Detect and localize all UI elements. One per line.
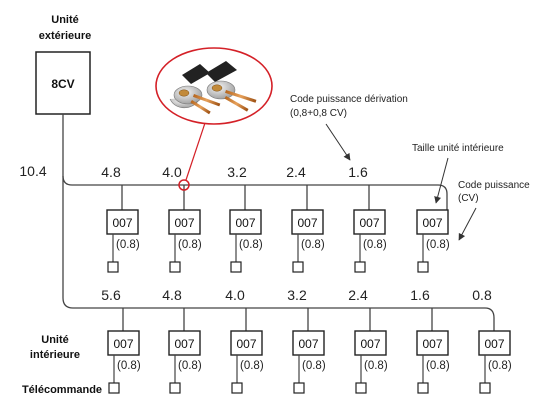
outdoor-unit-label-line2: extérieure	[39, 30, 92, 42]
power-code-arrow	[458, 207, 477, 241]
indoor-unit-model: 007	[113, 337, 133, 351]
power-code-annotation-line2: (CV)	[458, 193, 479, 204]
indoor-unit-box	[478, 330, 511, 356]
indoor-size-annotation: Taille unité intérieure	[412, 143, 504, 154]
indoor-unit-model: 007	[298, 337, 318, 351]
indoor-unit-power-code: (0.8)	[488, 360, 512, 372]
indoor-unit-box	[354, 330, 387, 356]
indoor-unit-model: 007	[174, 216, 194, 230]
indoor-unit-power-code: (0.8)	[426, 239, 450, 251]
branch_lower-code-label: 0.8	[472, 287, 492, 303]
indoor-unit-model: 007	[359, 216, 379, 230]
remote-controller	[293, 382, 305, 394]
branch_lower-code-label: 3.2	[287, 287, 307, 303]
indoor-unit-power-code: (0.8)	[363, 239, 387, 251]
indoor-unit-label-line1: Unité	[41, 334, 69, 346]
upper-branch: 4.8 4.0 3.2 2.4 1.6 007 (0.8) 007 (0.8) 007 (0.8) 0…	[101, 164, 450, 273]
indoor-unit-power-code: (0.8)	[364, 360, 388, 372]
indoor-unit-model: 007	[484, 337, 504, 351]
indoor-unit-box	[230, 330, 263, 356]
indoor-unit-box	[168, 209, 201, 235]
main-pipe-code: 10.4	[19, 163, 46, 179]
indoor-unit-model: 007	[360, 337, 380, 351]
indoor-unit-model: 007	[174, 337, 194, 351]
indoor-unit-power-code: (0.8)	[116, 239, 140, 251]
indoor-unit-power-code: (0.8)	[117, 360, 141, 372]
lower-branch: 5.6 4.8 4.0 3.2 2.4 1.6 0.8 007 (0.8) 007 (0.8) 007…	[101, 287, 512, 394]
indoor-unit-box	[168, 330, 201, 356]
branch_lower-code-label: 5.6	[101, 287, 121, 303]
indoor-unit-box	[292, 330, 325, 356]
indoor-unit-power-code: (0.8)	[426, 360, 450, 372]
branch_lower-code-label: 2.4	[348, 287, 368, 303]
main-trunk-pipe	[62, 114, 448, 210]
branch_lower-code-label: 1.6	[410, 287, 430, 303]
branch_upper-code-label: 1.6	[348, 164, 368, 180]
indoor-unit-power-code: (0.8)	[239, 239, 263, 251]
branch_upper-code-label: 2.4	[286, 164, 306, 180]
remote-controller	[417, 382, 429, 394]
indoor-unit-box	[229, 209, 262, 235]
remote-controller	[355, 382, 367, 394]
remote-controller	[169, 261, 181, 273]
remote-controller	[107, 261, 119, 273]
remote-controller	[230, 261, 242, 273]
refnet-joint-fittings-icon	[169, 61, 257, 115]
indoor-unit-power-code: (0.8)	[240, 360, 264, 372]
indoor-unit-power-code: (0.8)	[302, 360, 326, 372]
remote-controller	[479, 382, 491, 394]
branch_upper-code-label: 4.8	[101, 164, 121, 180]
branch-code-annotation-line1: Code puissance dérivation	[290, 94, 408, 105]
indoor-unit-model: 007	[297, 216, 317, 230]
branch_upper-code-label: 4.0	[162, 164, 182, 180]
outdoor-unit-capacity: 8CV	[51, 77, 74, 91]
remote-controller	[354, 261, 366, 273]
outdoor-unit-box	[35, 51, 91, 115]
indoor-unit-model: 007	[422, 337, 442, 351]
remote-controller	[231, 382, 243, 394]
callout-leader-line	[185, 116, 208, 181]
indoor-unit-label-line2: intérieure	[30, 349, 80, 361]
indoor-unit-model: 007	[235, 216, 255, 230]
remote-controller	[169, 382, 181, 394]
indoor-unit-box	[353, 209, 386, 235]
refnet-joint-marker	[178, 179, 190, 191]
branch_lower-code-label: 4.8	[162, 287, 182, 303]
indoor-unit-box	[416, 209, 449, 235]
outdoor-unit-label-line1: Unité	[51, 14, 79, 26]
indoor-unit-model: 007	[112, 216, 132, 230]
indoor-unit-power-code: (0.8)	[301, 239, 325, 251]
refnet-fittings-callout	[155, 47, 273, 125]
indoor-unit-model: 007	[236, 337, 256, 351]
remote-controller	[108, 382, 120, 394]
indoor-unit-box	[106, 209, 139, 235]
indoor-unit-box	[291, 209, 324, 235]
indoor-unit-box	[416, 330, 449, 356]
branch-code-annotation-line2: (0,8+0,8 CV)	[290, 108, 347, 119]
power-code-annotation-line1: Code puissance	[458, 180, 530, 191]
branch_lower-code-label: 4.0	[225, 287, 245, 303]
branch-code-arrow	[325, 123, 351, 161]
remote-controller	[292, 261, 304, 273]
lower-trunk-pipe	[62, 176, 495, 331]
indoor-unit-model: 007	[422, 216, 442, 230]
indoor-size-arrow	[434, 157, 449, 204]
remote-controller	[417, 261, 429, 273]
indoor-unit-box	[107, 330, 140, 356]
indoor-unit-power-code: (0.8)	[178, 239, 202, 251]
indoor-unit-power-code: (0.8)	[178, 360, 202, 372]
remote-label: Télécommande	[22, 384, 102, 395]
branch_upper-code-label: 3.2	[227, 164, 247, 180]
